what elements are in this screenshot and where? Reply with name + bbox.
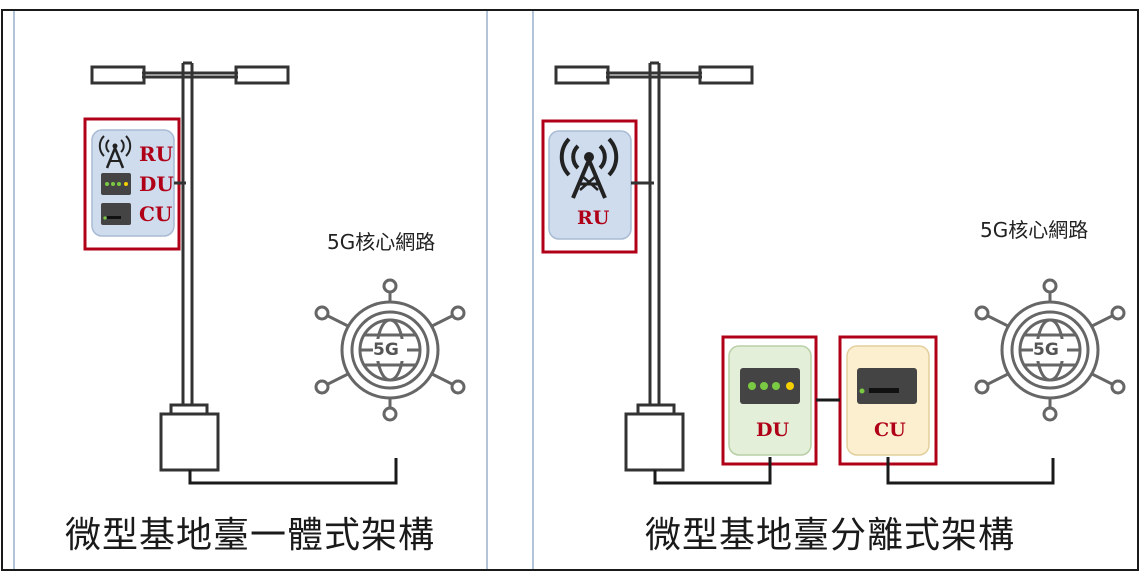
network-link-lines — [188, 458, 398, 485]
outer-frame — [1, 9, 1139, 571]
cu-label: CU — [139, 202, 173, 226]
street-lamp-icon — [90, 61, 290, 472]
du-label: DU — [756, 419, 790, 441]
street-lamp-icon — [554, 61, 754, 472]
ru-label: RU — [139, 142, 174, 166]
du-label: DU — [139, 172, 174, 196]
antenna-tower-icon — [98, 135, 132, 169]
globe-5g-label: 5G — [1033, 340, 1059, 360]
antenna-tower-icon — [559, 137, 619, 199]
integrated-architecture-caption: 微型基地臺一體式架構 — [64, 515, 435, 556]
network-link-lines — [653, 457, 1055, 485]
cu-device-icon — [857, 368, 917, 404]
du-device-icon — [101, 173, 131, 195]
globe-5g-label: 5G — [373, 340, 399, 360]
core-network-label: 5G核心網路 — [980, 218, 1089, 242]
cu-label: CU — [874, 419, 906, 441]
core-network-label: 5G核心網路 — [327, 230, 436, 254]
ru-box — [541, 119, 638, 254]
ru-label: RU — [577, 207, 610, 229]
du-device-icon — [740, 368, 800, 404]
cu-device-icon — [101, 203, 131, 225]
split-architecture-caption: 微型基地臺分離式架構 — [644, 515, 1015, 556]
